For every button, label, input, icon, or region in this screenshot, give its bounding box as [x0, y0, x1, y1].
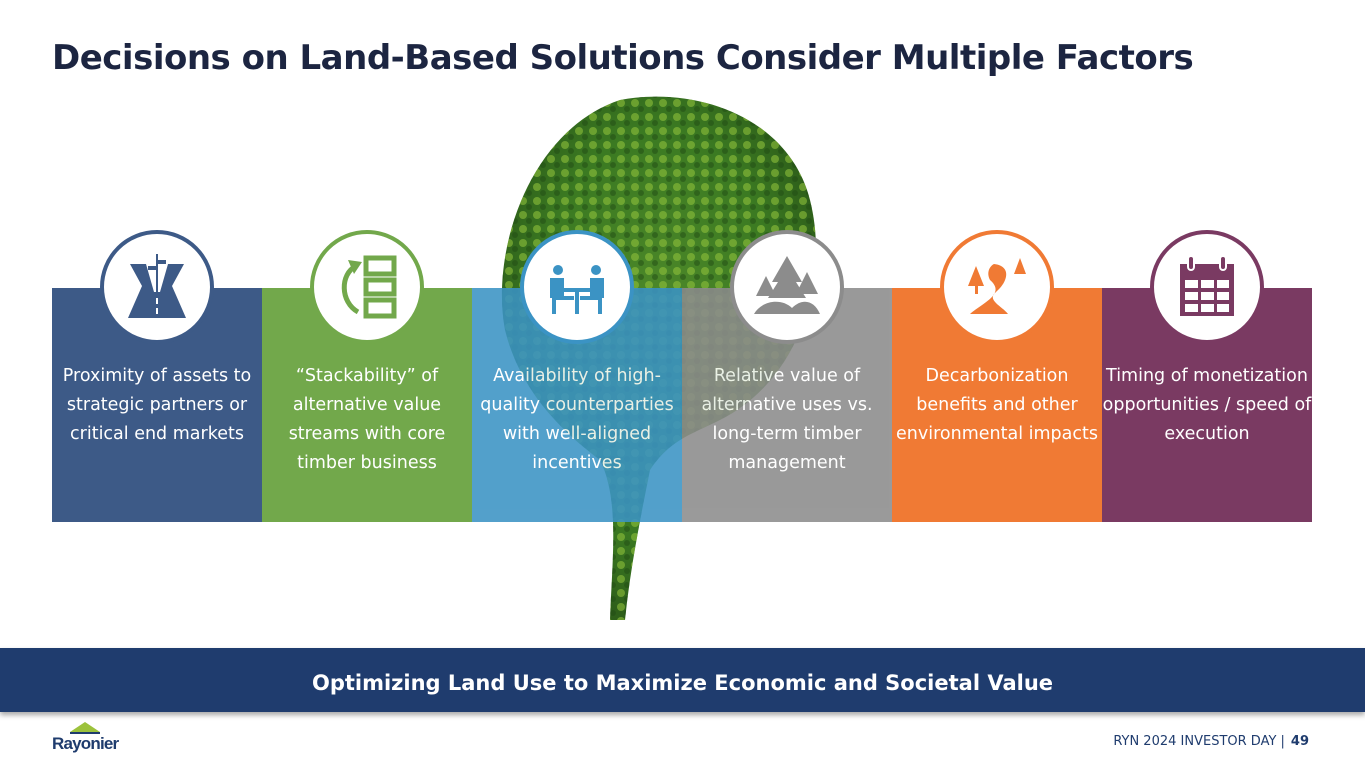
calendar-icon [1180, 255, 1234, 316]
factor-panel: Timing of monetization opportunities / s… [1102, 288, 1312, 522]
factor-text: Availability of high-quality counterpart… [480, 366, 674, 473]
page-number: 49 [1290, 734, 1309, 749]
road-signpost-icon [128, 254, 186, 318]
page-title: Decisions on Land-Based Solutions Consid… [52, 38, 1194, 78]
factor-icon-circle [100, 230, 214, 344]
factor-text: “Stackability” of alternative value stre… [288, 366, 446, 473]
factor-text: Relative value of alternative uses vs. l… [701, 366, 873, 473]
factor-panel: “Stackability” of alternative value stre… [262, 288, 472, 522]
footer-event: RYN 2024 INVESTOR DAY | [1113, 734, 1285, 749]
factor-text: Timing of monetization opportunities / s… [1102, 366, 1312, 444]
meeting-table-icon [550, 265, 604, 314]
forest-hills-icon [754, 256, 820, 314]
factor-text: Proximity of assets to strategic partner… [62, 366, 252, 444]
factor-icon-circle [1150, 230, 1264, 344]
bottom-banner: Optimizing Land Use to Maximize Economic… [0, 648, 1365, 712]
factor-icon-circle [520, 230, 634, 344]
footer: RYN 2024 INVESTOR DAY | 49 [1113, 734, 1309, 749]
stack-arrow-icon [341, 255, 397, 319]
factor-text: Decarbonization benefits and other envir… [896, 366, 1098, 444]
factor-icon-circle [730, 230, 844, 344]
rayonier-logo: Rayonier [52, 722, 132, 753]
factor-icon-circle [310, 230, 424, 344]
river-trees-icon [968, 258, 1026, 314]
factor-icon-circle [940, 230, 1054, 344]
